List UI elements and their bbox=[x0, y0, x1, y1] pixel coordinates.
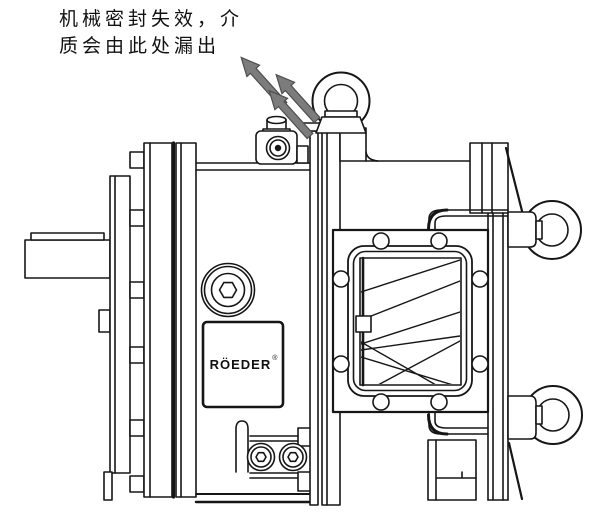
brand-nameplate: RÖEDER® bbox=[203, 322, 283, 407]
leak-annotation-text: 机械密封失效，介 质会由此处漏出 bbox=[59, 6, 243, 60]
brand-text: RÖEDER bbox=[209, 357, 272, 372]
lifting-eye-right-lower-icon bbox=[507, 385, 583, 501]
nameplate bbox=[201, 320, 285, 409]
screw-rotor-lines bbox=[361, 259, 460, 384]
leak-arrow-2 bbox=[275, 73, 321, 124]
discharge-end-flange bbox=[427, 212, 509, 501]
lifting-eye-right-upper-icon bbox=[507, 200, 582, 260]
leak-arrow-3 bbox=[268, 89, 314, 140]
annotation-line-2: 质会由此处漏出 bbox=[59, 36, 221, 57]
registered-trademark-mark: ® bbox=[272, 355, 278, 362]
bearing-boss-hex-plug bbox=[200, 262, 256, 318]
window-flange-bolts bbox=[332, 232, 489, 411]
pump-casing bbox=[365, 142, 524, 436]
leak-arrows-icon bbox=[240, 56, 321, 140]
sight-glass-window bbox=[331, 228, 490, 414]
drain-bolts bbox=[246, 442, 308, 472]
seal-cover-bolt bbox=[255, 115, 309, 165]
drive-shaft bbox=[24, 232, 123, 333]
lifting-eye-top-icon bbox=[311, 71, 371, 134]
annotation-line-1: 机械密封失效，介 bbox=[59, 9, 244, 30]
gear-end-flange bbox=[103, 141, 197, 501]
pipe-bend-bottom bbox=[428, 411, 489, 435]
